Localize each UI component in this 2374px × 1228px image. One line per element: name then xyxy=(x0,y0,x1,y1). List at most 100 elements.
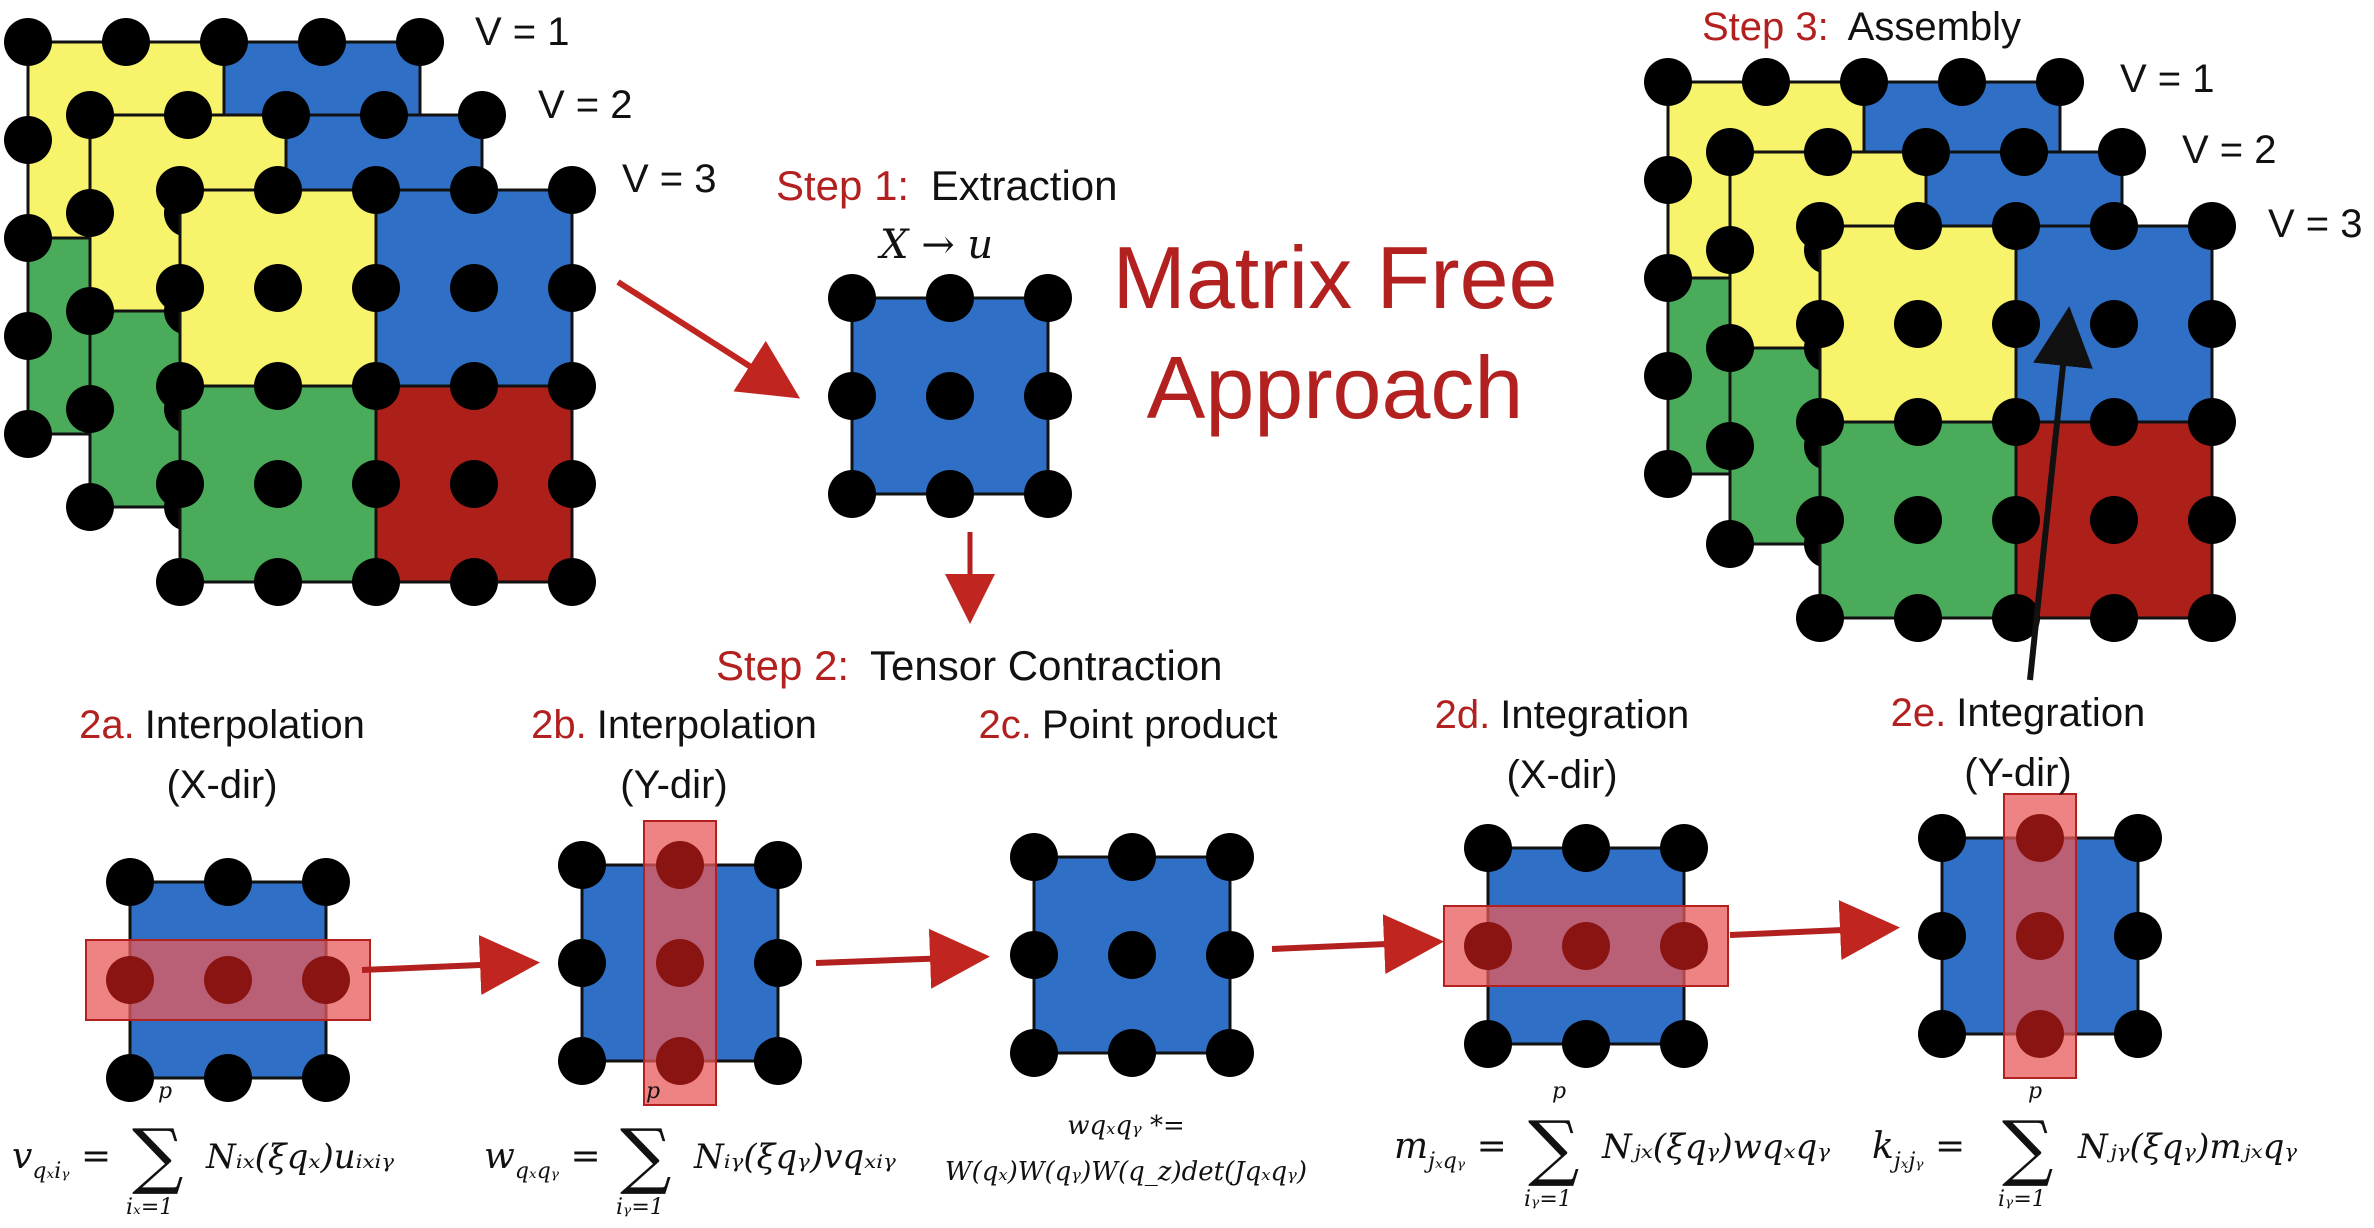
mesh-node xyxy=(164,91,212,139)
arrow-2d-2e xyxy=(1729,900,1900,961)
element-node xyxy=(828,274,876,322)
mesh-node xyxy=(1706,422,1754,470)
step3-label: Step 3: Assembly xyxy=(1702,5,2021,49)
element-node xyxy=(1918,912,1966,960)
mesh-node xyxy=(2098,128,2146,176)
mesh-node xyxy=(4,18,52,66)
mesh-node xyxy=(254,362,302,410)
element-2b xyxy=(558,820,802,1106)
highlighted-node xyxy=(1464,922,1512,970)
element-node xyxy=(926,274,974,322)
element-node xyxy=(754,841,802,889)
mesh-node xyxy=(396,18,444,66)
element-node xyxy=(1918,814,1966,862)
substep-2b-title: 2b.Interpolation xyxy=(531,703,817,747)
mesh-node xyxy=(548,558,596,606)
svg-text:Nⱼᵧ(ξqᵧ)mⱼₓqᵧ: Nⱼᵧ(ξqᵧ)mⱼₓqᵧ xyxy=(2077,1127,2297,1167)
mesh-node xyxy=(1894,496,1942,544)
mesh-node xyxy=(200,18,248,66)
substep-labels: 2a.Interpolation (X-dir) 2b.Interpolatio… xyxy=(79,691,2145,807)
svg-text:p: p xyxy=(2028,1079,2042,1104)
mesh-node xyxy=(66,189,114,237)
element-node xyxy=(754,939,802,987)
step3-name: Assembly xyxy=(1848,5,2021,49)
mesh-node xyxy=(548,264,596,312)
substep-2e-title: 2e.Integration xyxy=(1891,691,2146,735)
element-node xyxy=(106,1054,154,1102)
mesh-node xyxy=(1706,520,1754,568)
formula-2d: mjₓqᵧ = p ∑ iᵧ=1 Nⱼₓ(ξqᵧ)wqₓqᵧ xyxy=(1394,1079,1830,1212)
svg-text:iₓ=1: iₓ=1 xyxy=(126,1195,173,1220)
mesh-node xyxy=(1894,300,1942,348)
highlighted-node xyxy=(656,939,704,987)
arrow-2b-2c xyxy=(815,928,990,989)
mesh-node xyxy=(2188,202,2236,250)
highlighted-node xyxy=(2016,912,2064,960)
element-node xyxy=(1562,1020,1610,1068)
svg-text:kjₓjᵧ =: kjₓjᵧ = xyxy=(1872,1126,1965,1174)
mesh-node xyxy=(66,483,114,531)
mesh-node xyxy=(1796,496,1844,544)
substep-2d-title: 2d.Integration xyxy=(1435,693,1690,737)
arrow-extract xyxy=(616,279,801,399)
svg-text:p: p xyxy=(158,1079,172,1104)
element-node xyxy=(302,1054,350,1102)
mesh-node xyxy=(450,460,498,508)
mesh-node xyxy=(1644,450,1692,498)
mesh-node xyxy=(1992,594,2040,642)
substep-2a-sub: (X-dir) xyxy=(166,763,277,807)
mesh-node xyxy=(4,116,52,164)
element-node xyxy=(1108,1029,1156,1077)
element-2e xyxy=(1918,793,2162,1079)
mesh-node xyxy=(1644,58,1692,106)
mesh-node xyxy=(458,91,506,139)
mesh-right-v1-label: V = 1 xyxy=(2120,57,2215,101)
mesh-node xyxy=(262,91,310,139)
mesh-node xyxy=(2090,594,2138,642)
step1-formula: X → u xyxy=(877,222,993,268)
mesh-layer-left-3 xyxy=(156,166,596,606)
highlighted-node xyxy=(1562,922,1610,970)
mesh-node xyxy=(1992,202,2040,250)
mesh-node xyxy=(450,558,498,606)
mesh-node xyxy=(156,558,204,606)
element-node xyxy=(754,1037,802,1085)
mesh-node xyxy=(2090,398,2138,446)
svg-text:iᵧ=1: iᵧ=1 xyxy=(616,1195,664,1220)
mesh-node xyxy=(352,460,400,508)
formula-2c: wqₓqᵧ *= W(qₓ)W(qᵧ)W(q_z)det(Jqₓqᵧ) xyxy=(945,1111,1307,1187)
mesh-left-v1-label: V = 1 xyxy=(475,10,570,54)
mesh-node xyxy=(352,362,400,410)
mesh-node xyxy=(1742,58,1790,106)
mesh-node xyxy=(298,18,346,66)
svg-text:∑: ∑ xyxy=(1528,1105,1579,1189)
substep-2c-title: 2c.Point product xyxy=(978,703,1277,747)
element-node xyxy=(1010,833,1058,881)
highlighted-node xyxy=(2016,814,2064,862)
mesh-node xyxy=(1840,58,1888,106)
element-node xyxy=(926,470,974,518)
mesh-node xyxy=(254,460,302,508)
element-node xyxy=(1206,1029,1254,1077)
element-node xyxy=(1024,470,1072,518)
mesh-node xyxy=(1796,594,1844,642)
element-node xyxy=(828,470,876,518)
mesh-node xyxy=(352,558,400,606)
step2-prefix: Step 2: xyxy=(716,642,849,689)
highlighted-node xyxy=(204,956,252,1004)
element-node xyxy=(204,858,252,906)
mesh-node xyxy=(1644,352,1692,400)
mesh-node xyxy=(156,264,204,312)
mesh-node xyxy=(1706,324,1754,372)
element-2d xyxy=(1443,824,1729,1068)
mesh-node xyxy=(2090,300,2138,348)
mesh-left-v3-label: V = 3 xyxy=(622,157,717,201)
element-node xyxy=(2114,814,2162,862)
element-node xyxy=(2114,1010,2162,1058)
svg-text:W(qₓ)W(qᵧ)W(q_z)det(Jqₓqᵧ): W(qₓ)W(qᵧ)W(q_z)det(Jqₓqᵧ) xyxy=(945,1157,1307,1187)
formula-2b: wqₓqᵧ = p ∑ iᵧ=1 Nᵢᵧ(ξqᵧ)vqₓᵢᵧ xyxy=(484,1079,896,1220)
mesh-node xyxy=(1644,156,1692,204)
element-row xyxy=(85,274,2162,1106)
mesh-node xyxy=(66,385,114,433)
